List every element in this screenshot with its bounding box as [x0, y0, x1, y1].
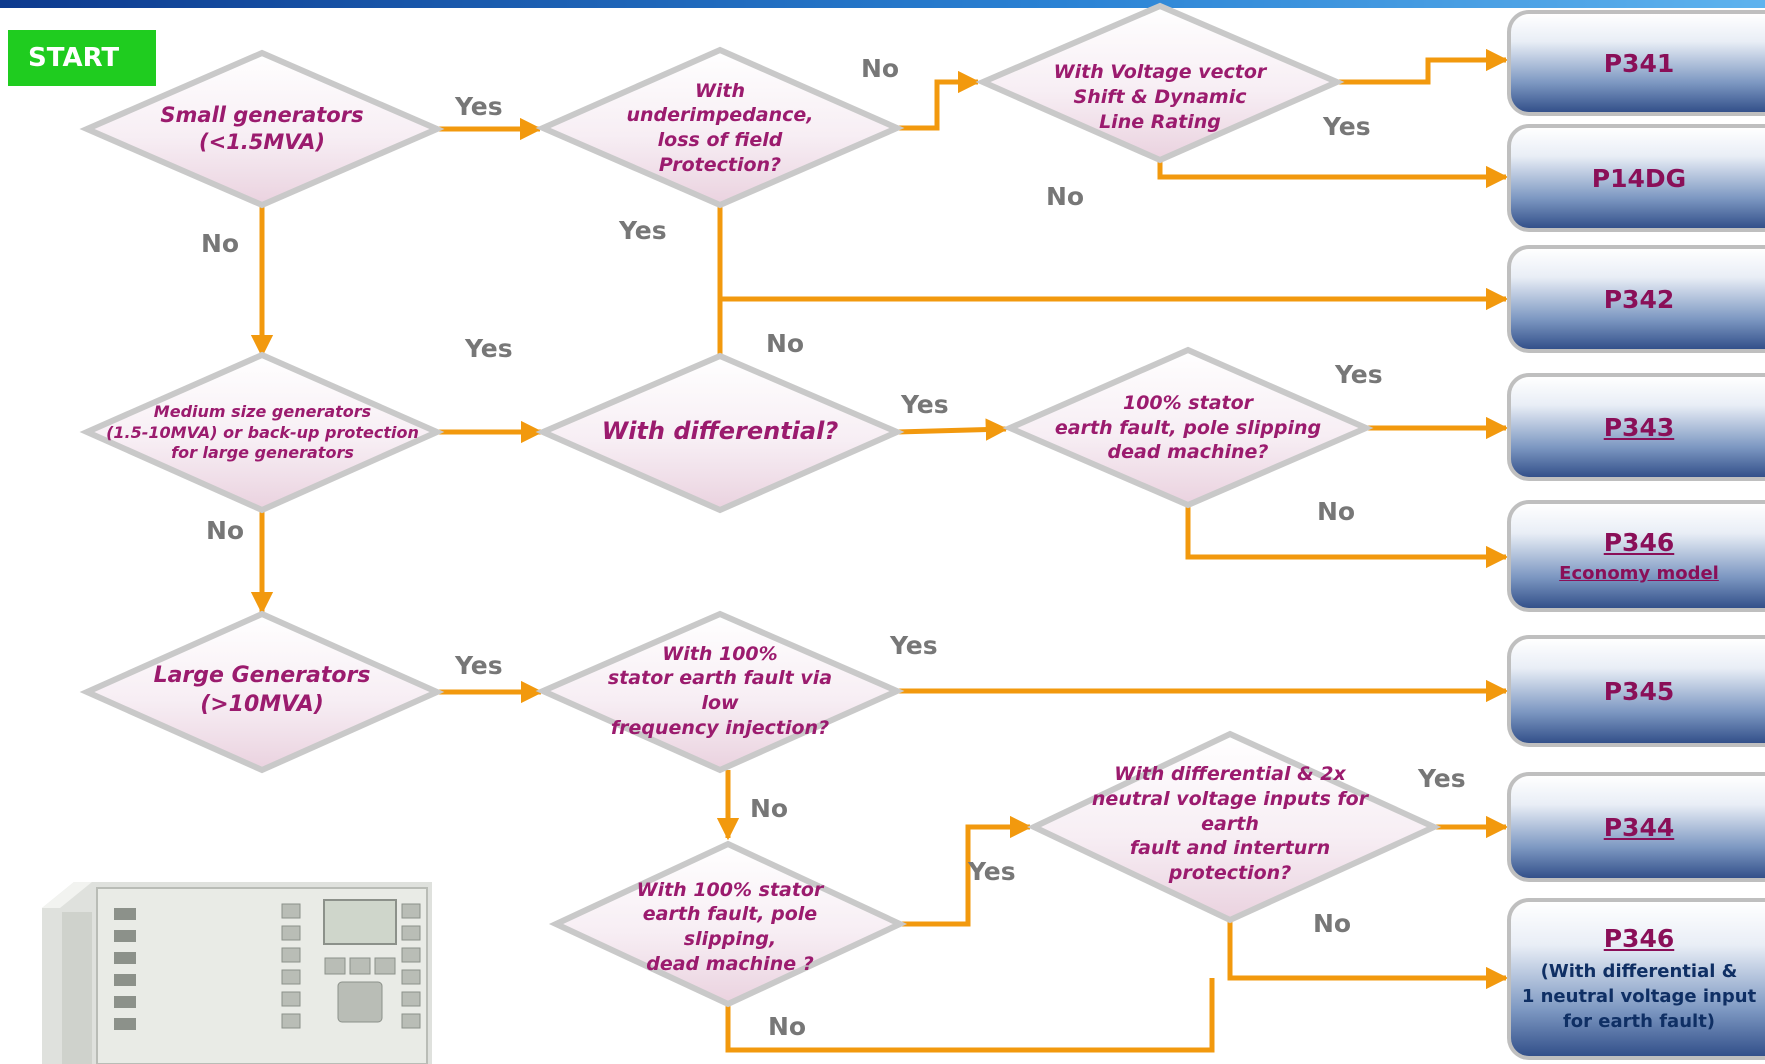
- product-p342-code: P342: [1603, 284, 1675, 314]
- arrow-vvs-to-p14dg: [1157, 160, 1509, 189]
- product-p345-code: P345: [1603, 676, 1675, 706]
- product-p343[interactable]: P343: [1507, 373, 1765, 481]
- product-p14dg[interactable]: P14DG: [1507, 124, 1765, 232]
- edge-label-yes: Yes: [455, 92, 503, 121]
- edge-label-no: No: [768, 1012, 807, 1041]
- relay-device-image: [42, 882, 432, 1064]
- edge-label-yes: Yes: [465, 334, 513, 363]
- product-p341[interactable]: P341: [1507, 10, 1765, 116]
- edge-label-no: No: [1046, 182, 1085, 211]
- decision-underimp-shape: [535, 46, 905, 209]
- edge-label-no: No: [1313, 909, 1352, 938]
- arrow-underimp-to-vvs: [897, 70, 981, 131]
- decision-lowfreq-shape: [535, 610, 905, 774]
- decision-small-shape: [79, 49, 445, 209]
- product-p344[interactable]: P344: [1507, 772, 1765, 882]
- edge-label-yes: Yes: [901, 390, 949, 419]
- decision-vvs-shape: [975, 2, 1345, 164]
- edge-label-no: No: [766, 329, 805, 358]
- arrow-stator100b-to-diff2x: [900, 815, 1033, 927]
- top-accent-bar: [0, 0, 1765, 8]
- edge-label-yes: Yes: [455, 651, 503, 680]
- start-label: START: [8, 30, 156, 86]
- product-p343-link[interactable]: P343: [1603, 412, 1675, 442]
- product-p341-code: P341: [1603, 48, 1675, 78]
- edge-label-yes: Yes: [890, 631, 938, 660]
- arrow-diff2x-to-p346b: [1227, 920, 1509, 990]
- arrow-stator-to-p346a: [1185, 505, 1509, 569]
- edge-label-no: No: [206, 516, 245, 545]
- decision-medium-text: Medium size generators (1.5-10MVA) or ba…: [106, 401, 419, 463]
- edge-label-yes: Yes: [1323, 112, 1371, 141]
- edge-label-yes: Yes: [619, 216, 667, 245]
- decision-diff-text: With differential?: [601, 417, 839, 446]
- decision-small-text: Small generators (<1.5MVA): [160, 102, 364, 154]
- decision-stator-shape: [1002, 346, 1374, 509]
- decision-large-text: Large Generators (>10MVA): [153, 663, 371, 717]
- decision-large-shape: [79, 610, 445, 774]
- edge-label-no: No: [201, 229, 240, 258]
- edge-label-yes: Yes: [968, 857, 1016, 886]
- product-p344-link[interactable]: P344: [1603, 812, 1675, 842]
- arrow-diff-to-stator: [896, 418, 1009, 441]
- decision-shapes: [79, 2, 1442, 1008]
- decision-stator-text: 100% stator earth fault, pole slipping d…: [1054, 391, 1322, 464]
- edge-label-no: No: [1317, 497, 1356, 526]
- product-p346-differential[interactable]: P346 (With differential & 1 neutral volt…: [1507, 898, 1765, 1060]
- product-p346-economy[interactable]: P346 Economy model: [1507, 500, 1765, 612]
- product-p345[interactable]: P345: [1507, 635, 1765, 747]
- product-p346-economy-label[interactable]: Economy model: [1559, 563, 1719, 584]
- decision-vvs-text: With Voltage vector Shift & Dynamic Line…: [1053, 61, 1267, 133]
- decision-diff2x-shape: [1027, 730, 1442, 924]
- decision-underimp-text: With underimpedance, loss of field Prote…: [626, 79, 814, 176]
- decision-diff2x-text: With differential & 2x neutral voltage i…: [1091, 763, 1369, 885]
- edge-label-yes: Yes: [1418, 764, 1466, 793]
- arrow-vvs-to-p341: [1337, 48, 1509, 85]
- arrow-stator100b-no-loop: [725, 978, 1215, 1053]
- product-p342[interactable]: P342: [1507, 245, 1765, 353]
- decision-diff-shape: [535, 352, 905, 514]
- product-p346b-link[interactable]: P346: [1603, 923, 1675, 953]
- product-p14dg-code: P14DG: [1591, 163, 1687, 193]
- edge-label-yes: Yes: [1335, 360, 1383, 389]
- decision-lowfreq-text: With 100% stator earth fault via low fre…: [607, 642, 833, 739]
- connectors: [250, 48, 1509, 1053]
- edge-label-no: No: [750, 794, 789, 823]
- decision-stator100b-shape: [548, 840, 908, 1008]
- product-p346-link[interactable]: P346: [1603, 528, 1675, 557]
- edge-label-no: No: [861, 54, 900, 83]
- product-p346b-note: (With differential & 1 neutral voltage i…: [1521, 960, 1757, 1033]
- decision-medium-shape: [79, 351, 445, 514]
- decision-stator100b-text: With 100% stator earth fault, pole slipp…: [636, 878, 824, 975]
